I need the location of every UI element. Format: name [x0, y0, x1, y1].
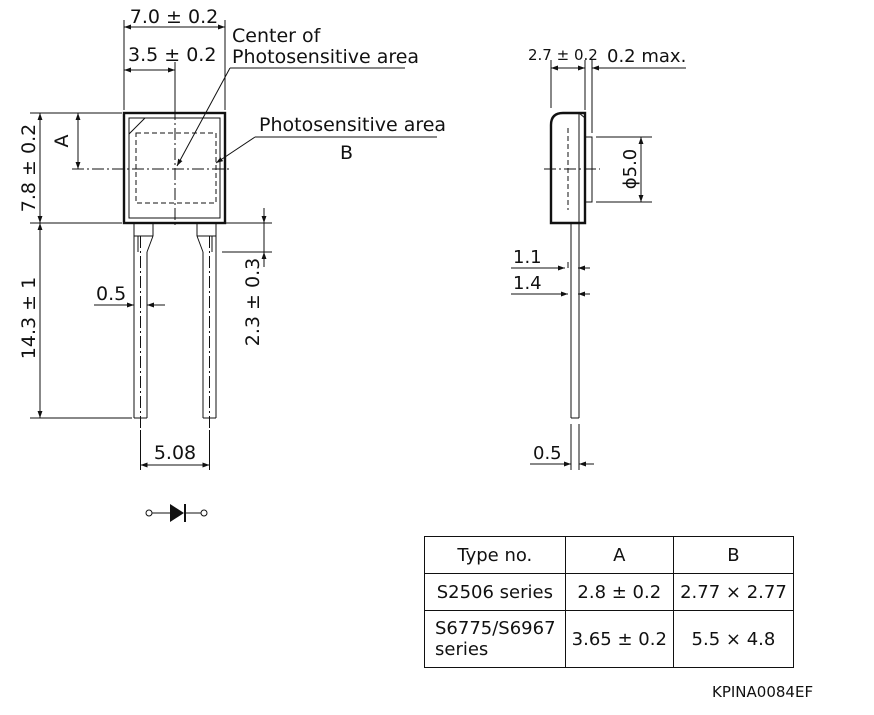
dim-lead-step: 2.3 ± 0.3	[242, 258, 264, 346]
dim-lead-offset1: 1.1	[513, 247, 542, 268]
label-center-line1: Center of	[232, 25, 322, 47]
dim-side-lead-width: 0.5	[533, 443, 562, 464]
right-lead	[196, 223, 217, 430]
photodiode-symbol-icon	[145, 504, 208, 522]
dim-diameter: ϕ5.0	[620, 149, 641, 190]
type-table: Type no. A B S2506 series 2.8 ± 0.2 2.77…	[424, 536, 795, 668]
label-area-b: B	[340, 142, 353, 164]
type-line1: S6775/S6967	[435, 618, 556, 639]
dim-center-offset: 3.5 ± 0.2	[128, 44, 216, 66]
photosensitive-area-outline	[135, 132, 217, 204]
type-line2: series	[435, 639, 489, 660]
label-center-line2: Photosensitive area	[232, 46, 419, 68]
table-cell-type: S2506 series	[424, 573, 566, 611]
dim-width: 7.0 ± 0.2	[130, 6, 218, 28]
dim-lead-width: 0.5	[96, 283, 126, 305]
front-view: 7.0 ± 0.2 3.5 ± 0.2 Center of Photosensi…	[18, 6, 446, 522]
table-header: Type no.	[424, 536, 566, 574]
table-row: S2506 series 2.8 ± 0.2 2.77 × 2.77	[424, 573, 795, 611]
document-code: KPINA0084EF	[712, 683, 814, 701]
table-cell-a: 3.65 ± 0.2	[564, 610, 674, 668]
dim-a: A	[51, 135, 73, 148]
dim-lead-offset2: 1.4	[513, 273, 542, 294]
table-cell-b: 5.5 × 4.8	[672, 610, 795, 668]
pin1-index-corner	[128, 117, 147, 136]
table-header-row: Type no. A B	[424, 536, 795, 574]
table-header: B	[672, 536, 795, 574]
side-view: 2.7 ± 0.2 0.2 max. ϕ5.0 1.1 1.4 0.5	[511, 46, 686, 470]
left-lead	[133, 223, 154, 430]
dim-lead-pitch: 5.08	[154, 442, 196, 464]
dim-window: 0.2 max.	[607, 46, 686, 67]
dim-thickness: 2.7 ± 0.2	[528, 46, 598, 64]
dim-lead-length: 14.3 ± 1	[18, 277, 40, 359]
table-cell-b: 2.77 × 2.77	[672, 573, 795, 611]
label-photosensitive-area: Photosensitive area	[259, 114, 446, 136]
table-header: A	[564, 536, 674, 574]
dim-height: 7.8 ± 0.2	[18, 124, 40, 212]
table-cell-a: 2.8 ± 0.2	[564, 573, 674, 611]
